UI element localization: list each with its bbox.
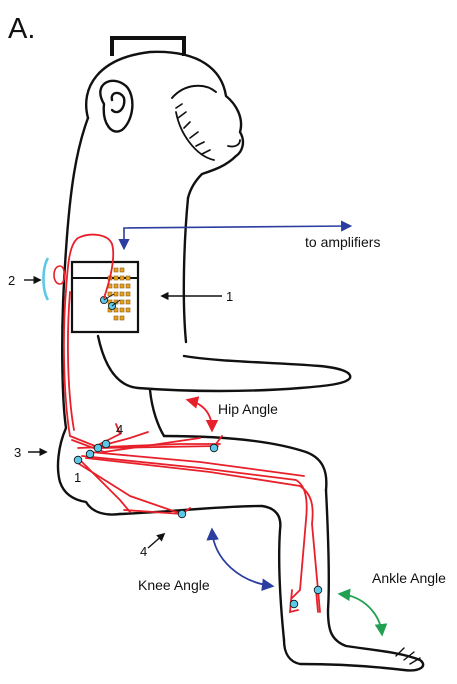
knee-angle-arrow [212,530,272,586]
headcap-marker-label: 2 [8,273,15,288]
leg-reference-marker-label: 3 [14,445,21,460]
back-electrode [44,258,49,300]
emg-site-marker-label: 1 [74,470,81,485]
implant-marker-label: 1 [226,289,233,304]
to-amplifiers-label: to amplifiers [305,234,380,250]
ankle-angle-label: Ankle Angle [372,570,446,586]
hip-angle-arrow [188,400,212,430]
panel-label: A. [8,13,35,45]
knee-angle-label: Knee Angle [138,577,210,593]
lower-thigh-marker-label: 4 [140,544,147,559]
ankle-angle-arrow [340,594,382,634]
distal-muscle-marker-label: 4 [116,422,123,437]
electrode-array [108,268,130,320]
hip-angle-label: Hip Angle [218,401,278,417]
monkey-outline [58,52,423,671]
